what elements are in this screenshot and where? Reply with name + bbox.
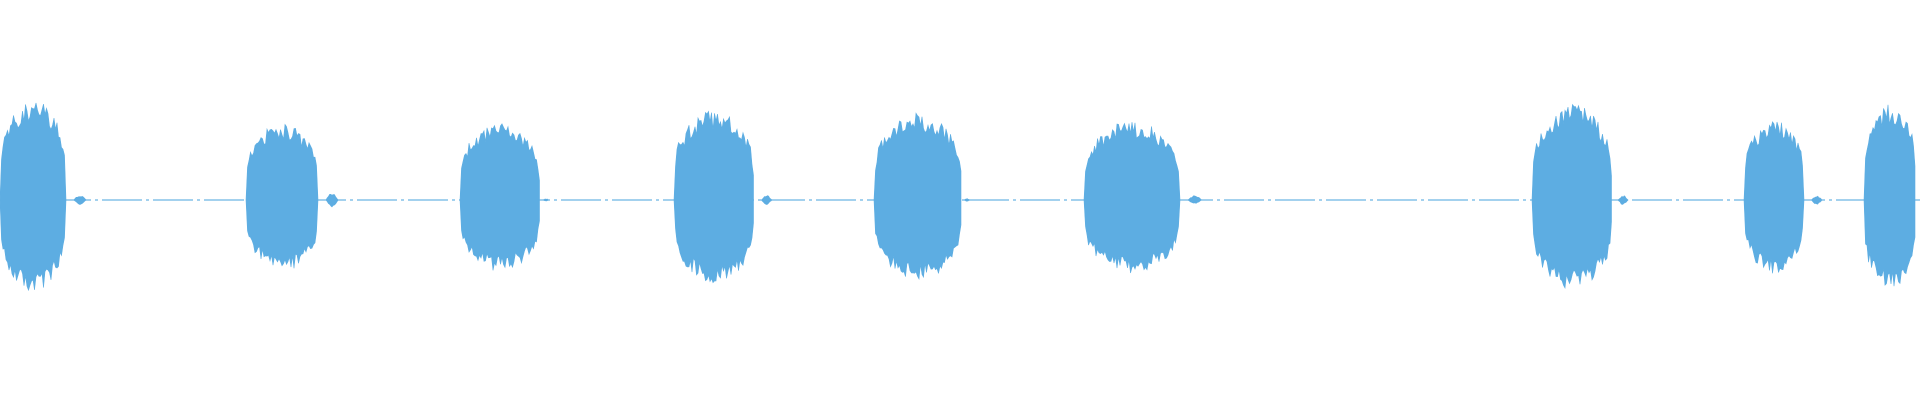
waveform-tail-8	[1811, 195, 1823, 205]
waveform-burst-2	[245, 123, 319, 269]
waveform-burst-7	[1531, 103, 1612, 289]
waveform-burst-4	[673, 110, 754, 284]
waveform-burst-8	[1743, 121, 1805, 274]
waveform-tail-1	[73, 196, 87, 205]
waveform-burst-5	[873, 112, 962, 280]
waveform-tail-3	[542, 198, 550, 202]
waveform-burst-3	[459, 123, 540, 271]
waveform-tail-2	[325, 194, 339, 208]
waveform-burst-1	[0, 102, 67, 292]
waveform-tail-7	[1617, 195, 1629, 205]
waveform-burst-6	[1083, 122, 1181, 274]
waveform-burst-9	[1863, 104, 1916, 287]
waveform-tail-6	[1187, 195, 1202, 204]
waveform-tail-4	[760, 195, 773, 205]
waveform-segments	[0, 102, 1920, 292]
waveform-tail-5	[964, 198, 970, 202]
